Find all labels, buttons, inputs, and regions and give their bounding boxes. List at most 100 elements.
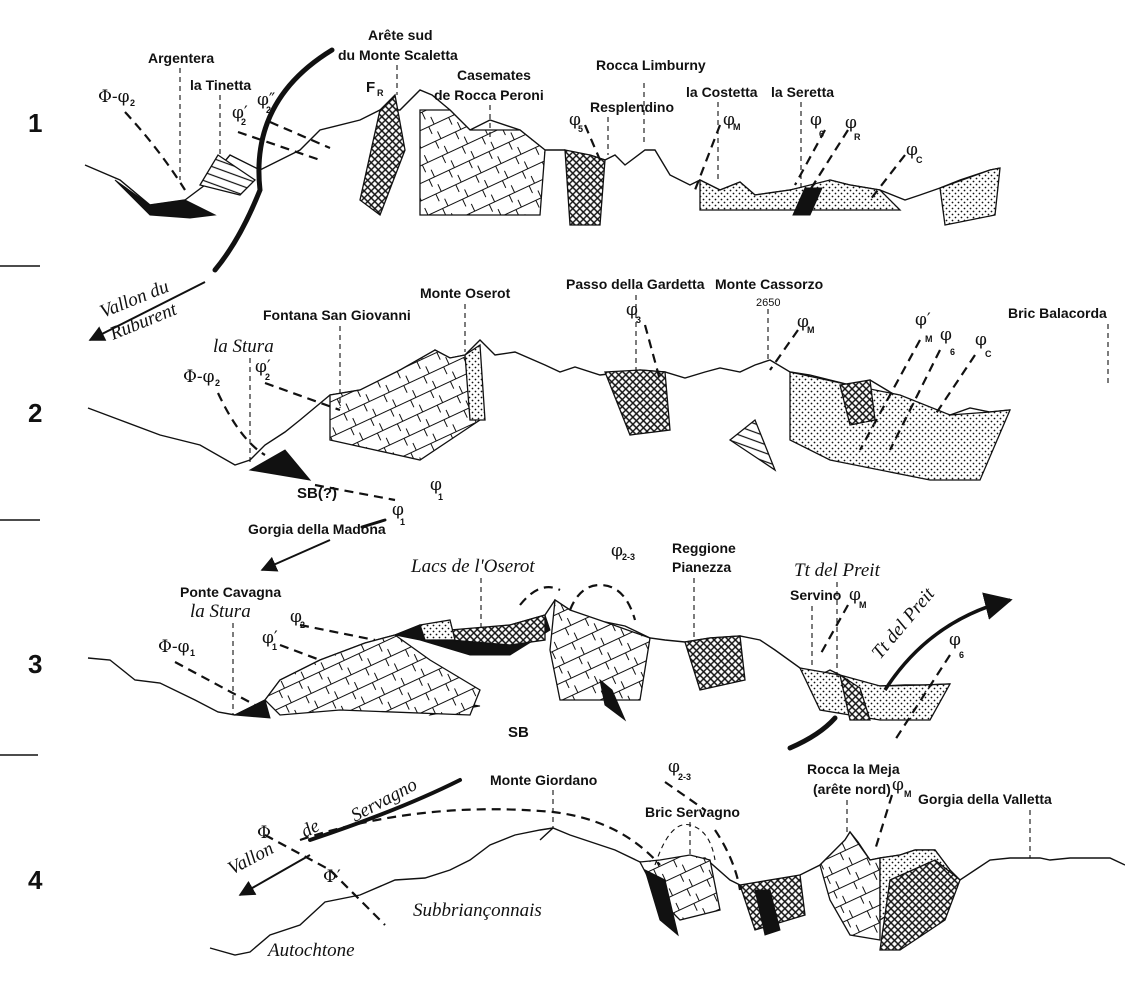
label-monte-giordano: Monte Giordano (490, 772, 597, 788)
fault-phi-s4: Φ (257, 823, 386, 926)
fault-phi1-a-s2: φ 1 (314, 475, 443, 502)
svg-text:1: 1 (400, 517, 405, 527)
vallon-du-ruburent-annotation: Vallon du Ruburent (88, 276, 206, 345)
section2-gardetta-cross (604, 369, 671, 436)
fault-phi3-s2: φ 3 (626, 300, 662, 381)
svg-text:2: 2 (215, 378, 220, 388)
fault-phi6-s2: φ 6 (889, 325, 955, 451)
svg-text:φ: φ (668, 757, 680, 777)
svg-text:C: C (916, 155, 923, 165)
label-arete-sud: Arête sud (368, 27, 433, 43)
svg-text:φ″: φ″ (257, 90, 275, 110)
section1-limburny-unit (564, 149, 606, 226)
section3-black-peak (599, 678, 627, 722)
section2-oserot-unit (329, 349, 481, 461)
svg-text:Φ-φ: Φ-φ (183, 367, 215, 387)
label-subbrianconnais: Subbriançonnais (413, 900, 542, 921)
svg-text:φ: φ (611, 541, 623, 561)
fault-phi-phi2-s1: Φ-φ 2 (98, 87, 186, 191)
fault-phi6-s1: φ 6 (794, 110, 826, 186)
label-lacs-de-l-oserot: Lacs de l'Oserot (410, 556, 535, 577)
label-de-rocca-peroni: de Rocca Peroni (434, 87, 544, 103)
section3-oserot-cross (449, 614, 546, 646)
label-reggione: Reggione (672, 540, 736, 556)
svg-text:φ: φ (290, 607, 302, 627)
section4-meja-unit (819, 830, 881, 941)
section-4: Monte Giordano Bric Servagno Rocca la Me… (209, 757, 1125, 961)
fault-phi2-3-s4: φ 2-3 (664, 757, 742, 891)
svg-text:Φ: Φ (257, 823, 271, 843)
svg-text:R: R (854, 132, 861, 142)
svg-text:1: 1 (272, 642, 277, 652)
fault-phi-prime-s4: Φ′ (323, 867, 341, 887)
svg-text:1: 1 (438, 492, 443, 502)
section-number-3: 3 (28, 649, 42, 679)
label-rocca-limburny: Rocca Limburny (596, 57, 706, 73)
section-2: la Stura Fontana San Giovanni Monte Oser… (87, 276, 1109, 537)
label-arete-nord: (arête nord) (813, 781, 891, 797)
section-1: Argentera la Tinetta Arête sud du Monte … (84, 27, 1001, 273)
label-gorgia-della-valletta: Gorgia della Valletta (918, 791, 1052, 807)
label-servagno-s4: Servagno (347, 774, 420, 826)
label-passo-della-gardetta: Passo della Gardetta (566, 276, 705, 292)
label-du-monte-scaletta: du Monte Scaletta (338, 47, 458, 63)
svg-text:φ: φ (626, 300, 638, 320)
fault-phiM-prime-s2: φ′ M (859, 310, 933, 451)
section1-right-unit (939, 167, 1001, 226)
section-number-1: 1 (28, 108, 42, 138)
fault-phi1-prime-s3: φ′ 1 (262, 628, 321, 662)
label-la-stura-s2: la Stura (213, 336, 274, 357)
svg-text:6: 6 (959, 650, 964, 660)
svg-text:φ: φ (949, 630, 961, 650)
section1-seretta-black (792, 187, 823, 216)
fault-phi2-prime-s2: φ′ 2 (255, 357, 341, 412)
svg-text:φ: φ (940, 325, 952, 345)
fault-phi6-s3: φ 6 (894, 630, 964, 741)
fault-phiM-s1: φ M (693, 110, 741, 191)
svg-text:φ: φ (797, 312, 809, 332)
label-ponte-cavagna: Ponte Cavagna (180, 584, 281, 600)
label-fr-sub: R (377, 88, 384, 98)
label-casemates: Casemates (457, 67, 531, 83)
label-la-tinetta: la Tinetta (190, 77, 251, 93)
section3-strata (264, 634, 481, 716)
svg-text:3: 3 (636, 315, 641, 325)
section3-preit-dots (798, 667, 952, 721)
section4-servagno-thrust (308, 778, 462, 842)
label-tt-del-preit-arrow: Tt del Preit (868, 583, 940, 663)
section1-scaletta-unit (359, 93, 406, 217)
svg-text:1: 1 (190, 648, 195, 658)
svg-text:2-3: 2-3 (622, 552, 635, 562)
svg-text:φ: φ (569, 110, 581, 130)
section1-black-unit (114, 179, 217, 219)
fault-phi2-3-s3: φ 2-3 (519, 541, 637, 621)
svg-text:2: 2 (241, 117, 246, 127)
label-sb: SB (508, 724, 529, 741)
label-monte-oserot: Monte Oserot (420, 285, 511, 301)
fault-phiR-s1: φ R (809, 113, 861, 191)
svg-text:Φ-φ: Φ-φ (98, 87, 130, 107)
svg-text:φ′: φ′ (915, 310, 931, 330)
fault-phi5-s1: φ 5 (569, 110, 602, 161)
section4-meja-cross (879, 859, 961, 951)
label-vallon-s4: Vallon (224, 838, 277, 879)
label-servino: Servino (790, 587, 841, 603)
label-bric-servagno: Bric Servagno (645, 804, 740, 820)
svg-text:φ: φ (845, 113, 857, 133)
svg-text:M: M (904, 789, 912, 799)
fault-phiC-s2: φ C (934, 330, 992, 416)
label-tt-del-preit: Tt del Preit (794, 560, 881, 581)
madona-arrow-tail (360, 518, 387, 529)
svg-text:Φ′: Φ′ (323, 867, 341, 887)
svg-text:5: 5 (578, 124, 583, 134)
madona-arrow (260, 539, 331, 572)
section1-peroni-unit (419, 109, 546, 216)
label-fontana-san-giovanni: Fontana San Giovanni (263, 307, 411, 323)
section3-central-bricks (549, 598, 651, 701)
fault-phiM-s4: φ M (873, 775, 912, 851)
section2-right-dots (789, 371, 1012, 481)
section4-servagno-black (644, 869, 679, 937)
label-la-seretta: la Seretta (771, 84, 834, 100)
label-bric-balacorda: Bric Balacorda (1008, 305, 1107, 321)
